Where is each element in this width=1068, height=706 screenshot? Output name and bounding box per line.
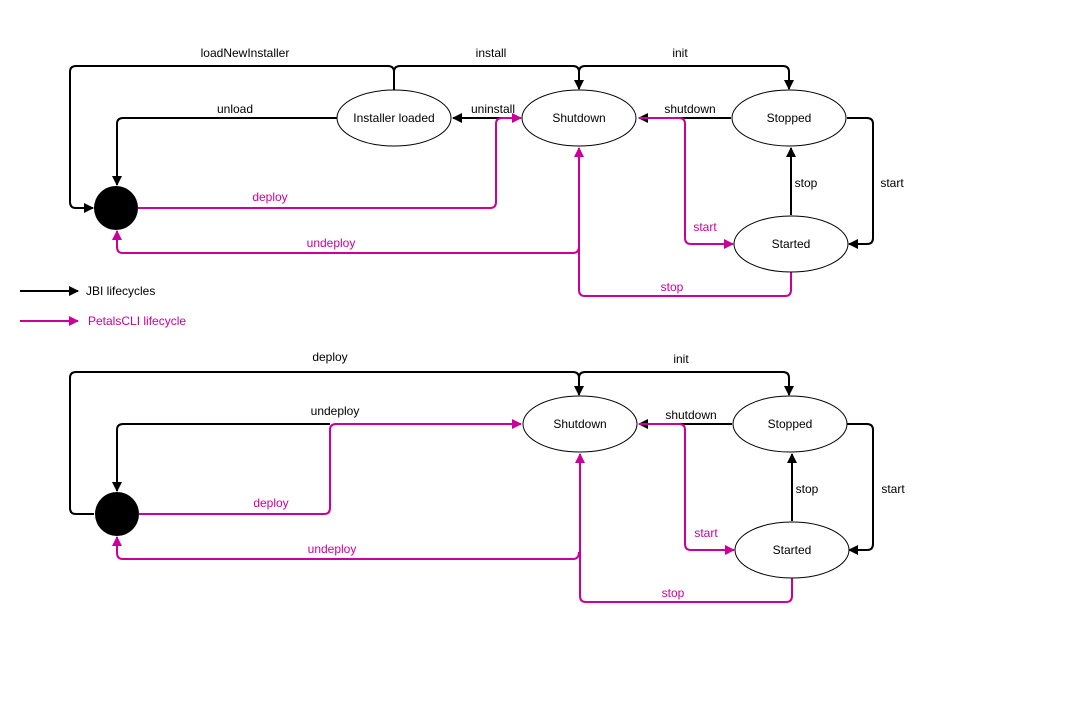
state-shutdown: Shutdown xyxy=(522,395,638,453)
legend-item-petals: PetalsCLI lifecycle xyxy=(20,314,186,328)
label-init: init xyxy=(672,46,688,60)
edge-init xyxy=(578,65,794,90)
edge-petals-deploy xyxy=(138,113,522,209)
edge-petals-undeploy xyxy=(112,536,580,560)
state-stopped: Stopped xyxy=(731,89,847,147)
edge-petals-stop xyxy=(574,147,792,297)
edge-start xyxy=(847,423,874,555)
edge-install xyxy=(393,65,584,90)
label-loadnewinstaller: loadNewInstaller xyxy=(201,46,290,60)
label-petals-deploy: deploy xyxy=(252,190,287,204)
label-undeploy: undeploy xyxy=(311,404,360,418)
label-stop: stop xyxy=(796,482,819,496)
state-label: Shutdown xyxy=(552,111,605,125)
label-deploy: deploy xyxy=(312,350,347,364)
label-shutdown: shutdown xyxy=(664,102,715,116)
legend-item-jbi: JBI lifecycles xyxy=(20,284,155,298)
label-petals-deploy: deploy xyxy=(253,496,288,510)
label-uninstall: uninstall xyxy=(471,102,515,116)
edge-loadnewinstaller xyxy=(69,65,395,213)
label-petals-stop: stop xyxy=(661,280,684,294)
edge-start xyxy=(847,117,874,249)
legend-label-petals: PetalsCLI lifecycle xyxy=(88,314,186,328)
edge-petals-deploy xyxy=(139,419,522,515)
label-install: install xyxy=(476,46,507,60)
edge-petals-stop xyxy=(575,453,793,603)
label-init: init xyxy=(673,352,689,366)
edge-petals-start xyxy=(639,117,734,249)
state-shutdown: Shutdown xyxy=(521,89,637,147)
label-petals-start: start xyxy=(694,526,718,540)
diagram-component-lifecycle: Installer loaded Shutdown Stopped Starte… xyxy=(69,46,904,297)
initial-state-node xyxy=(94,186,138,230)
label-petals-undeploy: undeploy xyxy=(307,236,356,250)
label-shutdown: shutdown xyxy=(665,408,716,422)
state-label: Stopped xyxy=(767,111,812,125)
state-installer-loaded: Installer loaded xyxy=(336,89,452,147)
state-stopped: Stopped xyxy=(732,395,848,453)
diagram-service-assembly-lifecycle: Shutdown Stopped Started deploy init und… xyxy=(69,350,905,603)
label-unload: unload xyxy=(217,102,253,116)
edge-init xyxy=(578,371,794,396)
edge-deploy xyxy=(69,371,584,515)
state-label: Started xyxy=(773,543,812,557)
state-started: Started xyxy=(734,521,850,579)
state-started: Started xyxy=(733,215,849,273)
legend: JBI lifecycles PetalsCLI lifecycle xyxy=(20,284,186,328)
label-start: start xyxy=(880,176,904,190)
label-start: start xyxy=(881,482,905,496)
label-petals-stop: stop xyxy=(662,586,685,600)
initial-state-node xyxy=(95,492,139,536)
state-label: Stopped xyxy=(768,417,813,431)
label-petals-undeploy: undeploy xyxy=(308,542,357,556)
state-label: Shutdown xyxy=(553,417,606,431)
edge-unload xyxy=(112,117,337,186)
edge-undeploy xyxy=(112,423,330,492)
legend-label-jbi: JBI lifecycles xyxy=(86,284,155,298)
state-label: Started xyxy=(772,237,811,251)
state-label: Installer loaded xyxy=(353,111,434,125)
edge-petals-start xyxy=(639,423,735,555)
label-stop: stop xyxy=(795,176,818,190)
label-petals-start: start xyxy=(693,220,717,234)
